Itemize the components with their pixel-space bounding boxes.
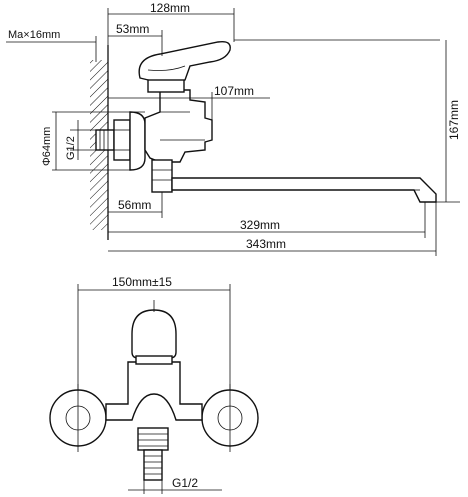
dim-g12-side-label: G1/2 <box>65 136 77 160</box>
front-body <box>105 361 203 421</box>
dim-343-label: 343mm <box>246 237 286 251</box>
front-outlet <box>137 427 169 481</box>
spout-swivel <box>151 159 173 193</box>
dim-ma-label: Ma×16mm <box>8 29 60 41</box>
flange <box>129 111 146 171</box>
dim-g12-side: G1/2 <box>65 120 96 160</box>
dim-g12-front-label: G1/2 <box>172 476 198 490</box>
faucet-body <box>144 89 213 163</box>
side-view: 128mm 53mm Ma×16mm 107mm 167mm <box>6 1 461 256</box>
dim-167-label: 167mm <box>447 100 461 140</box>
dim-343: 343mm <box>108 202 437 256</box>
hex-nut <box>113 119 131 161</box>
dim-329: 329mm <box>108 202 426 238</box>
dim-ma: Ma×16mm <box>6 29 97 62</box>
dim-167: 167mm <box>234 39 461 203</box>
dim-g12-front: G1/2 <box>128 476 222 494</box>
dim-150-label: 150mm±15 <box>112 275 172 289</box>
dim-329-label: 329mm <box>240 218 280 232</box>
front-view: 150mm±15 <box>49 275 259 494</box>
front-lever <box>131 309 177 359</box>
dim-56-label: 56mm <box>118 198 151 212</box>
dim-128: 128mm <box>107 1 235 45</box>
dim-107: 107mm <box>108 84 270 120</box>
spout <box>171 177 437 203</box>
dim-64-label: Φ64mm <box>41 127 53 166</box>
dim-128-label: 128mm <box>150 1 190 15</box>
dim-53: 53mm <box>108 22 163 56</box>
wall-connector <box>95 129 115 151</box>
dim-56: 56mm <box>108 192 163 218</box>
dim-64: Φ64mm <box>41 111 145 171</box>
lever-base <box>147 79 185 93</box>
dim-150: 150mm±15 <box>77 275 231 400</box>
lever-handle <box>138 40 231 84</box>
dim-53-label: 53mm <box>116 22 149 36</box>
dim-107-label: 107mm <box>214 84 254 98</box>
